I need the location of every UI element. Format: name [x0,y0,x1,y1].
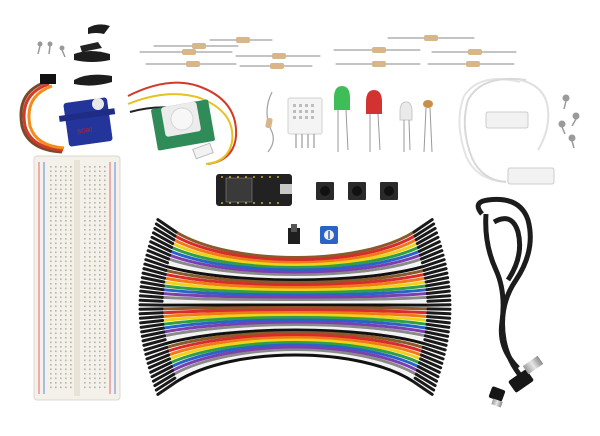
servo-horns-and-screws [37,24,112,86]
micro-servo: SG90 [19,74,116,154]
green-led [334,86,350,152]
potentiometer [320,226,338,244]
pir-motion-sensor [127,81,238,165]
jumper-wire-bundle [138,218,452,396]
breadboard [33,155,121,401]
tactile-buttons [316,182,398,200]
photoresistor [423,100,433,153]
door-magnetic-switch [458,77,555,185]
screws [558,94,580,149]
resistors [139,35,517,69]
usb-cable [475,196,544,408]
slide-switch [288,224,300,244]
svg-text:SG90: SG90 [77,127,94,135]
red-led [366,90,382,152]
temperature-humidity-sensor [265,91,323,153]
clear-led [399,101,413,152]
wifi-microcontroller-board [216,174,292,206]
